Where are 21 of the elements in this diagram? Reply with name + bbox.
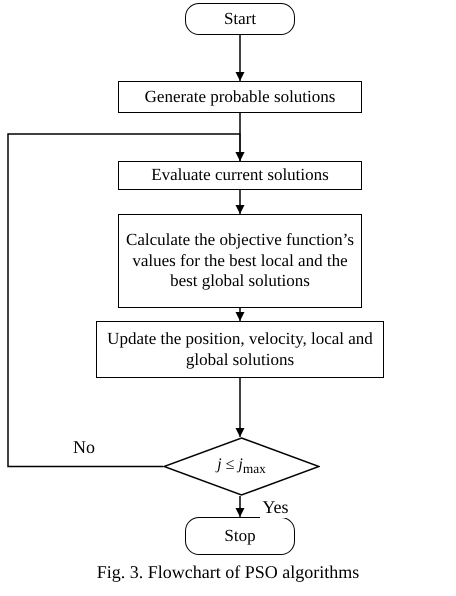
arrow xyxy=(236,496,244,517)
node-text: j ≤ j$_{max}$ xyxy=(217,455,266,478)
node-text: Evaluate current solutions xyxy=(151,165,329,186)
node-text: Calculate the objective function’s values for the best local and the best global solutions xyxy=(125,230,355,292)
figure-caption: Fig. 3. Flowchart of PSO algorithms xyxy=(96,562,360,583)
arrow xyxy=(236,378,244,437)
decision-diamond xyxy=(163,437,320,496)
process-box xyxy=(118,161,362,190)
process-box xyxy=(118,81,362,113)
terminal-box xyxy=(185,517,295,555)
process-box xyxy=(96,321,384,378)
arrow xyxy=(236,190,244,214)
node-text: Stop xyxy=(224,526,256,546)
node-text: Update the position, velocity, local and global solutions xyxy=(106,329,374,370)
arrow xyxy=(7,133,244,468)
arrow xyxy=(236,35,244,81)
node-text: Start xyxy=(224,8,256,30)
node-text: Generate probable solutions xyxy=(144,86,336,108)
process-box xyxy=(118,214,362,308)
arrow xyxy=(236,308,244,321)
terminal-box xyxy=(185,3,295,35)
